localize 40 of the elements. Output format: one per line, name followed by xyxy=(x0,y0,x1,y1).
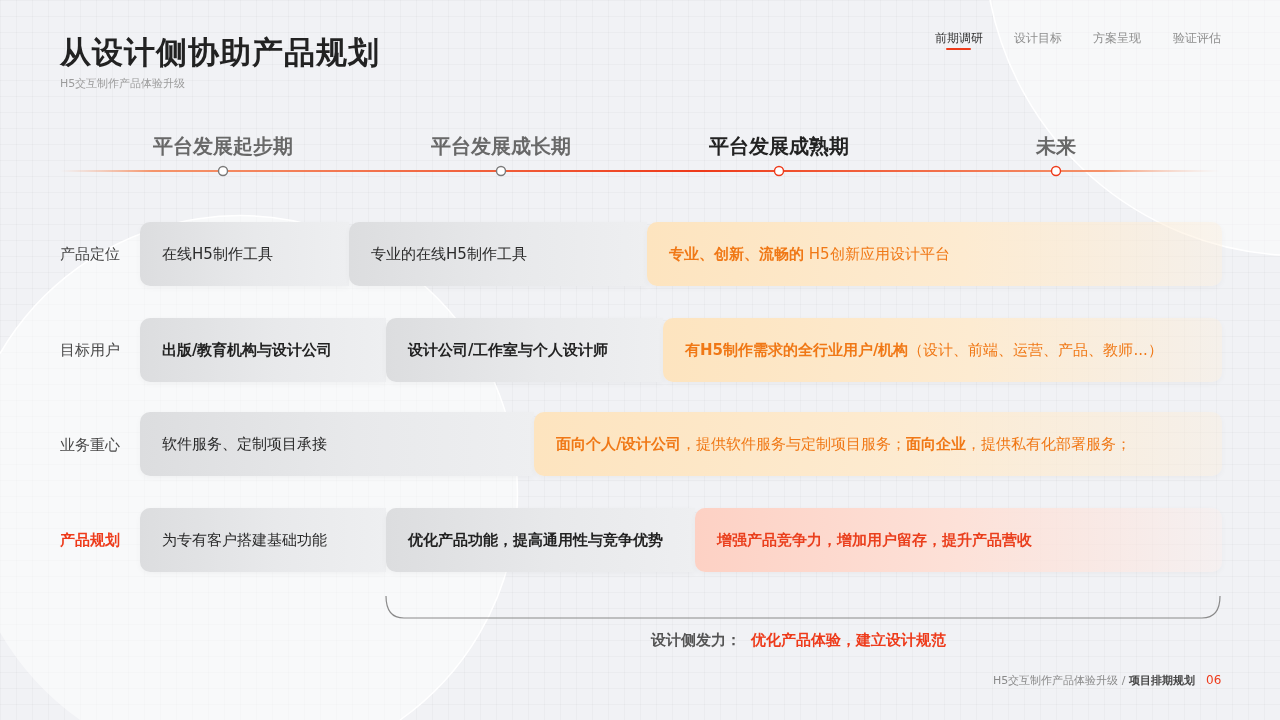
stage-label: 平台发展起步期 xyxy=(153,134,293,158)
row-label: 业务重心 xyxy=(60,436,120,454)
nav-label: 验证评估 xyxy=(1173,31,1221,46)
bar-text: 面向个人/设计公司，提供软件服务与定制项目服务；面向企业，提供私有化部署服务； xyxy=(556,435,1132,453)
bar-text: 优化产品功能，提高通用性与竞争优势 xyxy=(408,531,663,549)
roadmap-bar xyxy=(140,508,386,572)
bar-text: 设计公司/工作室与个人设计师 xyxy=(408,341,609,359)
roadmap-bar xyxy=(695,508,1222,572)
page-title: 从设计侧协助产品规划 xyxy=(60,33,380,71)
page-subtitle: H5交互制作产品体验升级 xyxy=(60,77,186,91)
bar-text: 在线H5制作工具 xyxy=(162,245,273,263)
nav-label: 前期调研 xyxy=(935,31,983,46)
roadmap-bar xyxy=(534,412,1222,476)
stage-label: 平台发展成熟期 xyxy=(709,134,849,158)
nav-label: 方案呈现 xyxy=(1093,31,1141,46)
row-label: 目标用户 xyxy=(60,341,120,359)
bar-text: 有H5制作需求的全行业用户/机构（设计、前端、运营、产品、教师...） xyxy=(685,341,1163,359)
roadmap-bar xyxy=(140,412,534,476)
roadmap-bar xyxy=(386,508,695,572)
roadmap-bar xyxy=(663,318,1222,382)
bar-text: 增强产品竞争力，增加用户留存，提升产品营收 xyxy=(717,531,1032,549)
roadmap-bar xyxy=(140,222,349,286)
nav-label: 设计目标 xyxy=(1014,31,1062,46)
bar-text: 为专有客户搭建基础功能 xyxy=(162,531,327,549)
stage-label: 未来 xyxy=(1036,134,1076,158)
bar-text: 专业的在线H5制作工具 xyxy=(371,245,527,263)
stage-label: 平台发展成长期 xyxy=(431,134,571,158)
summary-label: 设计侧发力： xyxy=(651,631,741,649)
roadmap-bar xyxy=(140,318,386,382)
row-label: 产品规划 xyxy=(60,531,120,549)
roadmap-bar xyxy=(647,222,1222,286)
row-label: 产品定位 xyxy=(60,245,120,263)
bar-text: 出版/教育机构与设计公司 xyxy=(162,341,333,359)
summary-text: 优化产品体验，建立设计规范 xyxy=(751,631,946,649)
bar-text: 软件服务、定制项目承接 xyxy=(162,435,327,453)
roadmap-bar xyxy=(386,318,663,382)
page-number: 06 xyxy=(1206,673,1222,688)
footer-text: H5交互制作产品体验升级 / 项目排期规划 xyxy=(993,674,1195,688)
bar-text: 专业、创新、流畅的 H5创新应用设计平台 xyxy=(669,245,950,263)
roadmap-bar xyxy=(349,222,647,286)
